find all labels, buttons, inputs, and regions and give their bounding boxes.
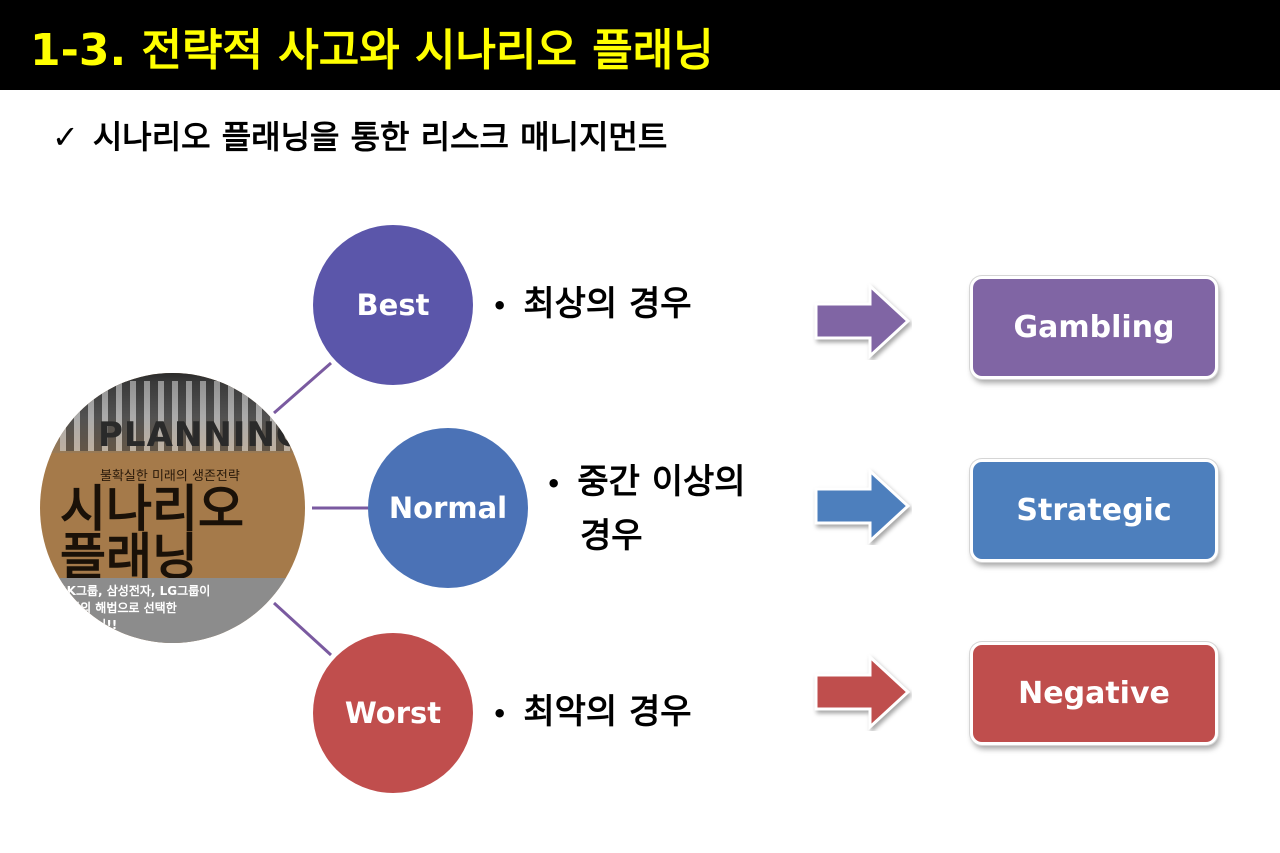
desc-worst-text: 최악의 경우 bbox=[523, 692, 691, 732]
desc-best-text: 최상의 경우 bbox=[523, 284, 691, 324]
circle-normal-label: Normal bbox=[389, 491, 507, 525]
outcome-box-strategic: Strategic bbox=[970, 459, 1218, 562]
outcome-gambling-label: Gambling bbox=[1013, 310, 1174, 345]
cover-band-text: SK그룹, 삼성전자, LG그룹이 위기의 해법으로 선택한 오 플래닝!! bbox=[58, 583, 210, 634]
desc-normal-line2: 경우 bbox=[546, 510, 746, 562]
circle-best: Best bbox=[313, 225, 473, 385]
outcome-negative-label: Negative bbox=[1018, 676, 1170, 711]
outcome-box-gambling: Gambling bbox=[970, 276, 1218, 379]
bullet-icon: • bbox=[492, 292, 507, 320]
arrow-right-icon bbox=[812, 282, 912, 360]
circle-best-label: Best bbox=[357, 288, 430, 322]
outcome-box-negative: Negative bbox=[970, 642, 1218, 745]
outcome-strategic-label: Strategic bbox=[1016, 493, 1171, 528]
cover-title-ko-line2: 플래닝 bbox=[60, 533, 244, 581]
cover-title-ko-line1: 시나리오 bbox=[60, 485, 244, 533]
desc-best: • 최상의 경우 bbox=[492, 278, 692, 332]
cover-title-ko: 시나리오 플래닝 bbox=[60, 485, 244, 581]
arrow-right-icon bbox=[812, 467, 912, 545]
desc-worst: • 최악의 경우 bbox=[492, 686, 692, 740]
circle-normal: Normal bbox=[368, 428, 528, 588]
cover-title-en: PLANNING bbox=[98, 415, 305, 455]
bullet-icon: • bbox=[492, 700, 507, 728]
bullet-icon: • bbox=[546, 470, 561, 498]
circle-worst-label: Worst bbox=[345, 696, 441, 730]
desc-normal: • 중간 이상의 경우 bbox=[546, 456, 746, 562]
circle-worst: Worst bbox=[313, 633, 473, 793]
arrow-right-icon bbox=[812, 653, 912, 731]
desc-normal-line1: 중간 이상의 bbox=[577, 462, 745, 502]
book-cover-image: PLANNING 불확실한 미래의 생존전략 시나리오 플래닝 SK그룹, 삼성… bbox=[40, 373, 305, 643]
